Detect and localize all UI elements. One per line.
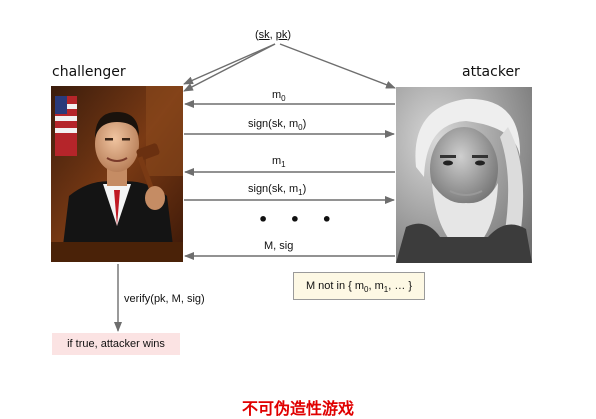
attacker-label: attacker bbox=[462, 64, 520, 80]
result-box: if true, attacker wins bbox=[52, 333, 180, 355]
key-arrow-attacker bbox=[279, 43, 396, 89]
caption: 不可伪造性游戏 bbox=[241, 399, 354, 418]
msg-forgery: M, sig bbox=[264, 240, 294, 252]
challenger-label: challenger bbox=[52, 64, 126, 80]
challenger-photo bbox=[51, 86, 183, 262]
keys-label: (sk, pk) bbox=[255, 29, 292, 41]
msg-m0: m0 bbox=[272, 89, 286, 104]
msg-sig0: sign(sk, m0) bbox=[248, 118, 307, 133]
key-arrow-challenger-2 bbox=[183, 43, 276, 92]
verify-label: verify(pk, M, sig) bbox=[124, 293, 205, 305]
ellipsis-dots: • • • bbox=[258, 210, 340, 229]
msg-m1: m1 bbox=[272, 155, 286, 170]
constraint-box: M not in { m0, m1, … } bbox=[293, 272, 425, 300]
key-arrow-challenger-1 bbox=[183, 43, 276, 85]
msg-sig1: sign(sk, m1) bbox=[248, 183, 307, 198]
attacker-photo bbox=[396, 87, 532, 263]
